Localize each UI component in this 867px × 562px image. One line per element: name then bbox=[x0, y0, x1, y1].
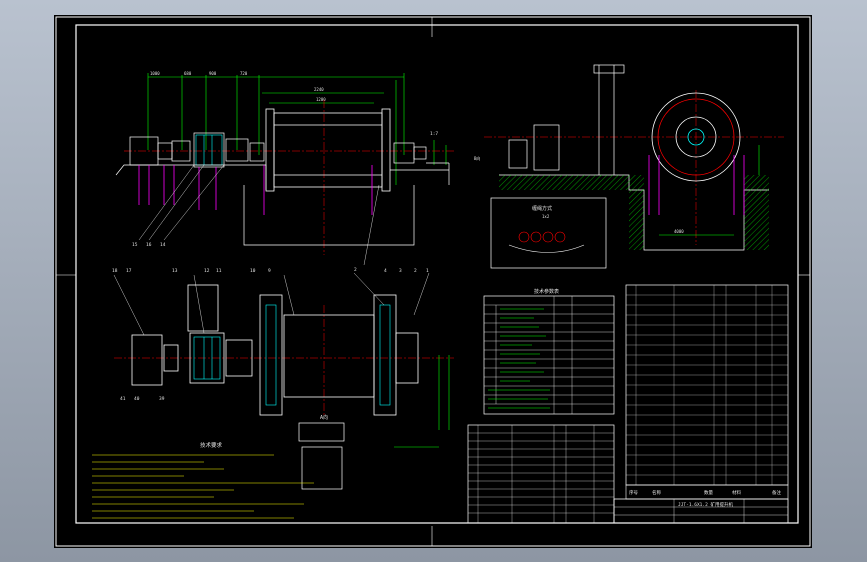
svg-text:15: 15 bbox=[132, 242, 138, 248]
svg-text:2240: 2240 bbox=[314, 87, 324, 92]
rope-detail-title: 缠绳方式 bbox=[532, 205, 552, 212]
svg-text:10: 10 bbox=[250, 268, 256, 274]
svg-text:11: 11 bbox=[216, 268, 222, 274]
technical-notes-lines bbox=[92, 454, 314, 519]
svg-text:680: 680 bbox=[184, 71, 192, 76]
svg-text:4: 4 bbox=[384, 268, 387, 274]
plan-view: A向 18 17 13 12 11 10 9 4 3 2 1 41 40 39 bbox=[112, 268, 454, 490]
col-header-material: 材料 bbox=[732, 489, 741, 496]
col-header-seq: 序号 bbox=[629, 489, 638, 496]
outer-frame bbox=[55, 16, 811, 547]
svg-text:13: 13 bbox=[172, 268, 178, 274]
technical-notes-title: 技术要求 bbox=[200, 441, 223, 449]
svg-text:18: 18 bbox=[112, 268, 118, 274]
svg-text:16: 16 bbox=[146, 242, 152, 248]
svg-text:2: 2 bbox=[354, 267, 357, 273]
svg-text:17: 17 bbox=[126, 268, 132, 274]
col-header-qty: 数量 bbox=[704, 489, 713, 496]
front-view-dimensions: 1000 680 900 720 2240 1200 bbox=[150, 71, 326, 102]
section-a-label: A向 bbox=[320, 414, 328, 421]
side-view: 4000 B向 缠绳方式 1x2 bbox=[474, 64, 784, 269]
svg-text:14: 14 bbox=[160, 242, 166, 248]
svg-text:900: 900 bbox=[209, 71, 217, 76]
front-view: 1000 680 900 720 2240 1200 bbox=[115, 71, 454, 273]
svg-text:41: 41 bbox=[120, 396, 126, 402]
svg-text:2: 2 bbox=[414, 268, 417, 274]
svg-text:3: 3 bbox=[399, 268, 402, 274]
technical-parameter-table: 技术参数表 bbox=[483, 288, 615, 415]
svg-text:720: 720 bbox=[240, 71, 248, 76]
svg-text:1000: 1000 bbox=[150, 71, 160, 76]
parts-list-right: 序号 名称 数量 材料 备注 bbox=[625, 284, 789, 500]
side-view-direction-label: B向 bbox=[474, 155, 480, 161]
svg-text:40: 40 bbox=[134, 396, 140, 402]
inner-frame bbox=[75, 24, 799, 524]
col-header-name: 名称 bbox=[652, 489, 661, 496]
parts-list-left bbox=[467, 424, 615, 524]
rope-detail-dim: 1x2 bbox=[542, 214, 550, 219]
rope-detail-box bbox=[490, 197, 607, 269]
parameter-table-title: 技术参数表 bbox=[534, 288, 559, 295]
title-block-name: JJT-1.6X1.2 矿用提升机 bbox=[678, 501, 734, 508]
svg-text:4000: 4000 bbox=[674, 229, 684, 234]
technical-notes: 技术要求 bbox=[92, 441, 314, 519]
col-header-note: 备注 bbox=[772, 489, 781, 496]
front-view-scale-label: 1:7 bbox=[430, 131, 438, 137]
svg-text:39: 39 bbox=[159, 396, 165, 402]
title-block: JJT-1.6X1.2 矿用提升机 bbox=[613, 498, 789, 524]
svg-text:9: 9 bbox=[268, 268, 271, 274]
svg-text:12: 12 bbox=[204, 268, 210, 274]
svg-text:1200: 1200 bbox=[316, 97, 326, 102]
svg-text:1: 1 bbox=[426, 268, 429, 274]
